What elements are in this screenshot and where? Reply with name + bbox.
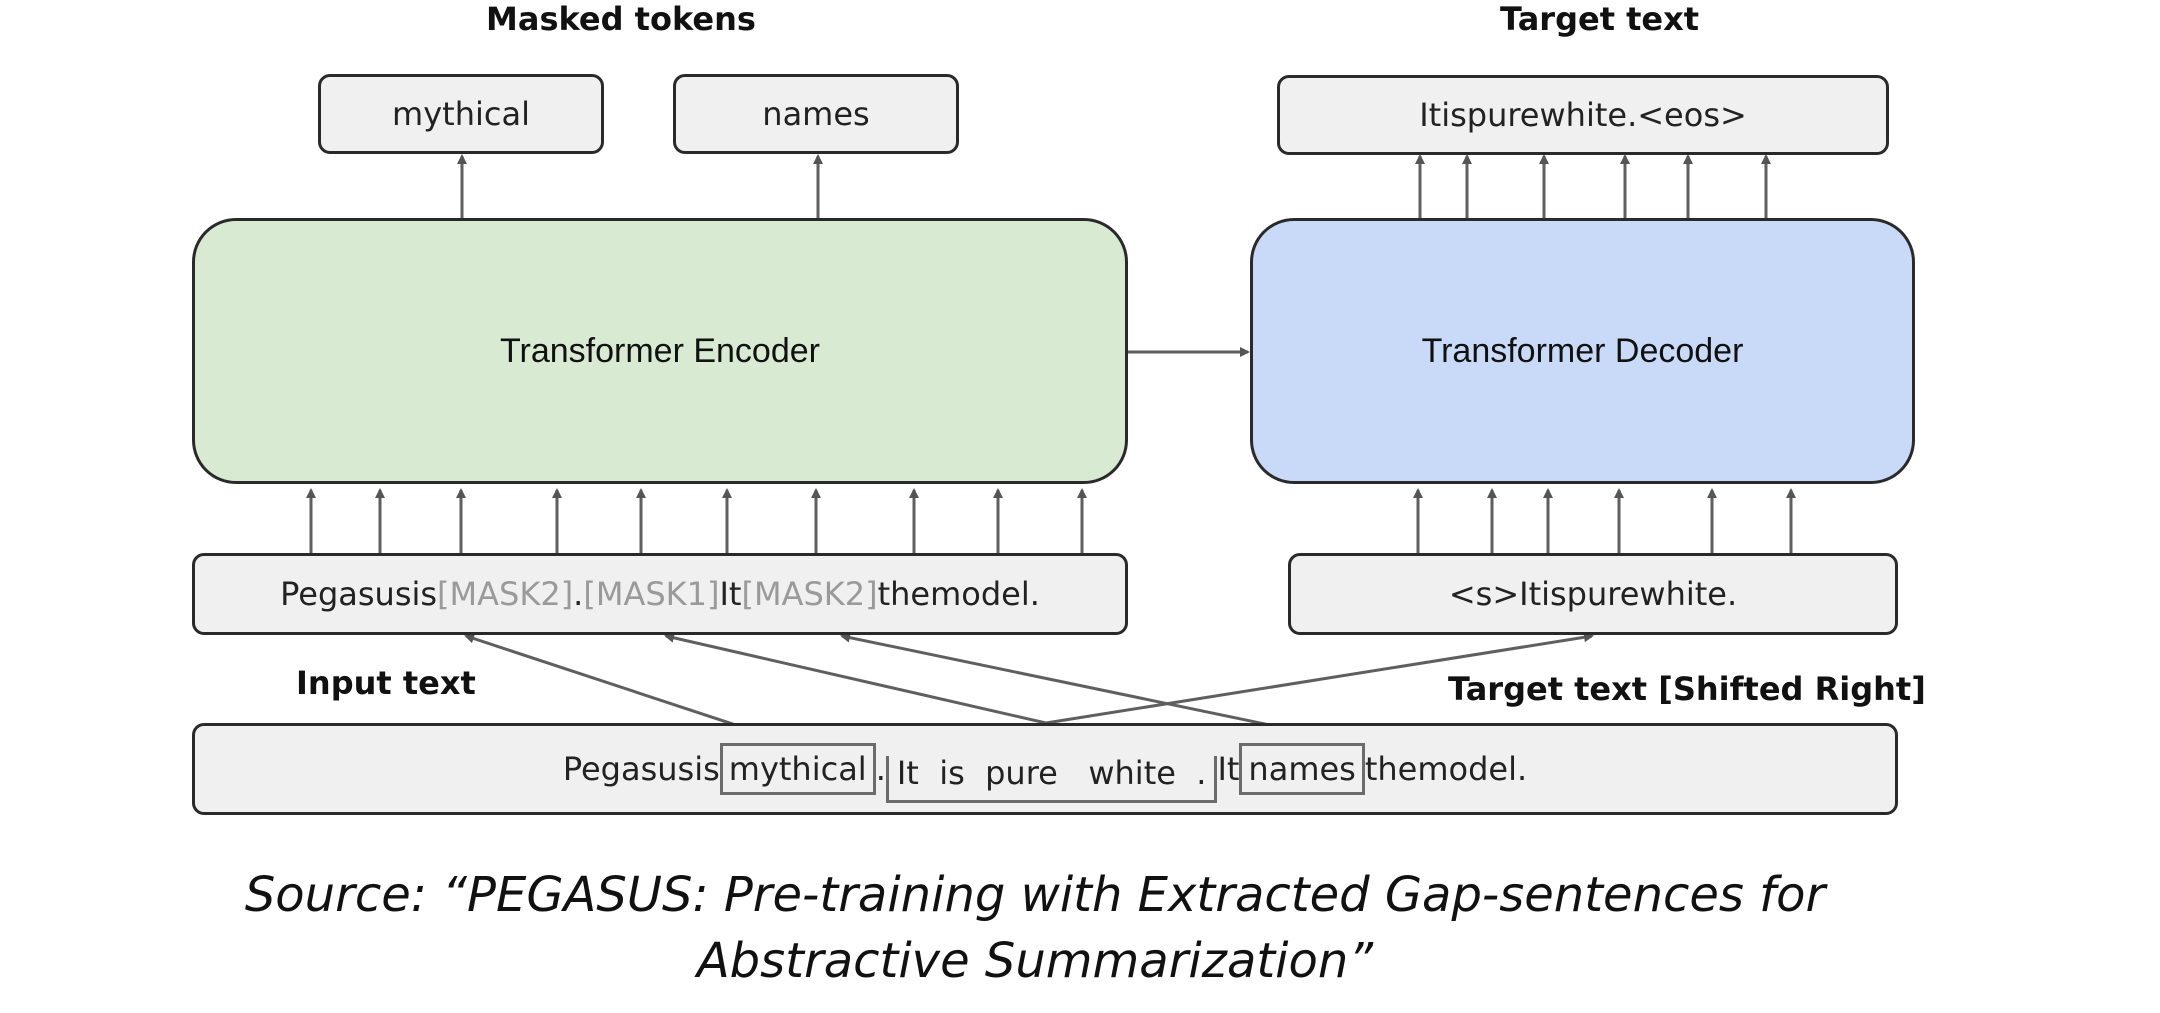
token: model: [930, 575, 1030, 613]
token: Pegasus: [562, 750, 695, 788]
caption-line-1: Source: “PEGASUS: Pre-training with Extr…: [244, 867, 1826, 923]
mask-token: [MASK2]: [437, 575, 574, 613]
token: pure: [1566, 575, 1640, 613]
caption-line-2: Abstractive Summarization”: [696, 933, 1374, 989]
target-output-box: It is pure white . <eos>: [1277, 75, 1889, 155]
encoder-label: Transformer Encoder: [500, 331, 820, 370]
arrow-gap-sentence-to-decoder: [1045, 632, 1594, 725]
token: model: [1417, 750, 1517, 788]
token: is: [411, 575, 438, 613]
source-sentence-box: Pegasus is mythical . It is pure white .…: [192, 723, 1898, 815]
token: .: [875, 750, 886, 788]
token: pure: [985, 753, 1058, 792]
arrow-gap-sentence-to-mask: [664, 632, 1047, 725]
token: is: [939, 753, 965, 792]
transformer-encoder: Transformer Encoder: [192, 218, 1128, 484]
target-text-shifted-heading: Target text [Shifted Right]: [1448, 670, 1926, 708]
token: the: [1364, 750, 1418, 788]
token: .: [1517, 750, 1528, 788]
token: the: [877, 575, 931, 613]
caption: Source: “PEGASUS: Pre-training with Extr…: [0, 862, 2070, 994]
token: pure: [1466, 96, 1540, 134]
masked-token-box: names: [673, 74, 959, 154]
masked-word-names: names: [1239, 743, 1365, 795]
mask-token: [MASK2]: [741, 575, 878, 613]
masked-token-label: mythical: [392, 95, 530, 133]
arrow-mythical-to-mask: [464, 633, 767, 737]
token: It: [1519, 575, 1542, 613]
token: is: [694, 750, 720, 788]
token: Pegasus: [280, 575, 412, 613]
token: .: [1029, 575, 1040, 613]
token: <s>: [1448, 575, 1520, 613]
token: white: [1539, 96, 1628, 134]
token: .: [1196, 753, 1207, 792]
masked-token-box: mythical: [318, 74, 604, 154]
transformer-decoder: Transformer Decoder: [1250, 218, 1915, 484]
token: is: [1541, 575, 1567, 613]
token: is: [1441, 96, 1467, 134]
token: .: [573, 575, 584, 613]
token: .: [1627, 96, 1638, 134]
encoder-input-box: Pegasus is [MASK2] . [MASK1] It [MASK2] …: [192, 553, 1128, 635]
target-text-heading: Target text: [1500, 0, 1700, 38]
token: .: [1726, 575, 1738, 613]
token: It: [719, 575, 742, 613]
token: It: [1419, 96, 1442, 134]
token: white: [1639, 575, 1727, 613]
token: <eos>: [1637, 96, 1747, 134]
decoder-label: Transformer Decoder: [1421, 331, 1744, 370]
masked-token-label: names: [762, 95, 870, 133]
token: It: [896, 753, 919, 792]
arrow-names-to-mask: [840, 632, 1319, 737]
token: It: [1217, 750, 1240, 788]
gap-sentence-bracket: It is pure white .: [885, 753, 1218, 803]
masked-tokens-heading: Masked tokens: [486, 0, 756, 38]
input-text-heading: Input text: [296, 664, 476, 702]
decoder-input-box: <s> It is pure white .: [1288, 553, 1898, 635]
mask-token: [MASK1]: [583, 575, 720, 613]
masked-word-mythical: mythical: [719, 743, 876, 795]
token: white: [1088, 753, 1176, 792]
